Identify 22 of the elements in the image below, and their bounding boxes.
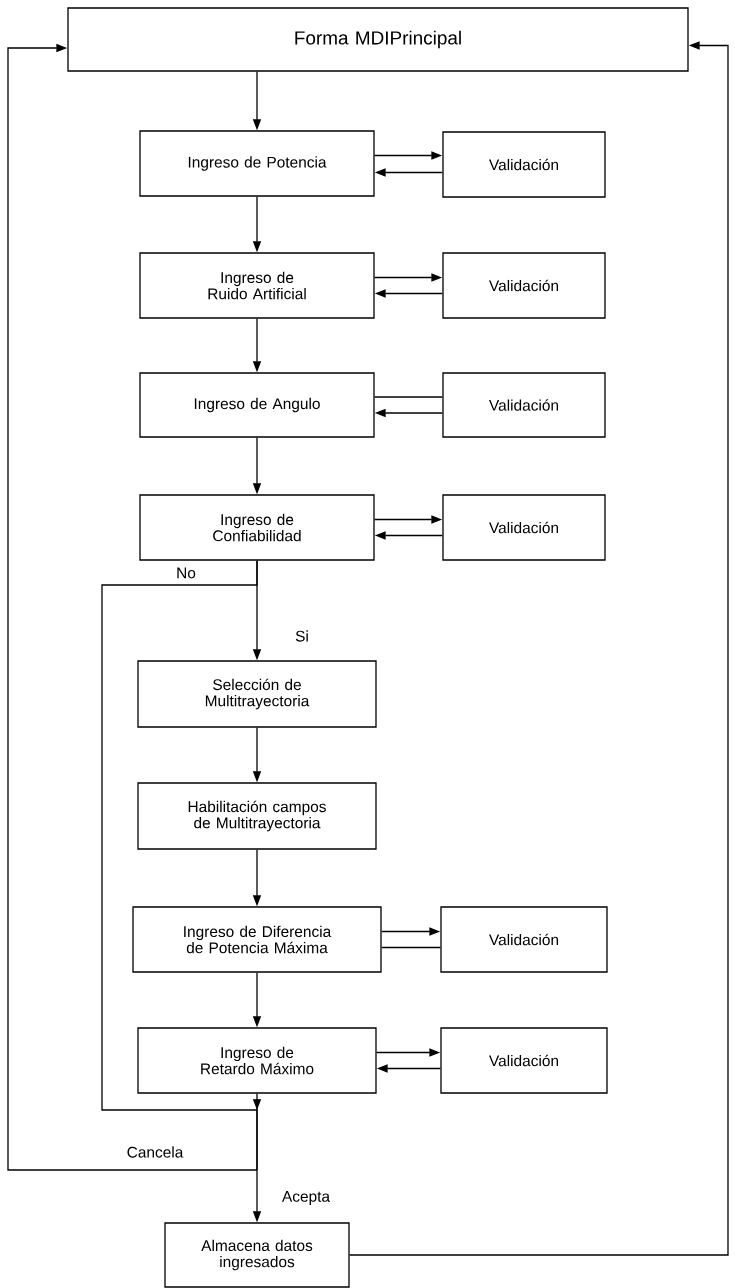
- arrow: [7, 43, 258, 1171]
- process-box: Ingreso de Diferencia de Potencia Máxima: [132, 906, 382, 973]
- process-box: Validación: [442, 372, 606, 438]
- process-box: Ingreso de Ruido Artificial: [139, 252, 375, 319]
- process-box: Validación: [440, 906, 608, 973]
- process-box: Validación: [442, 131, 606, 198]
- process-box: Validación: [440, 1027, 608, 1094]
- process-box: Validación: [442, 494, 606, 561]
- edge-label: Acepta: [280, 1190, 332, 1206]
- process-box: Almacena datos ingresados: [164, 1222, 350, 1288]
- process-box: Forma MDIPrincipal: [67, 7, 689, 72]
- process-box: Ingreso de Retardo Máximo: [137, 1027, 377, 1094]
- process-box: Ingreso de Angulo: [139, 372, 375, 438]
- process-box: Validación: [442, 252, 606, 319]
- edge-label: Si: [294, 629, 310, 643]
- edge-label: Cancela: [125, 1145, 185, 1159]
- process-box: Ingreso de Potencia: [139, 130, 375, 197]
- process-box: Habilitación campos de Multitrayectoria: [137, 782, 377, 850]
- edge-label: No: [175, 566, 197, 580]
- process-box: Selección de Multitrayectoria: [137, 660, 377, 728]
- arrow: [349, 41, 729, 1256]
- process-box: Ingreso de Confiabilidad: [139, 494, 375, 561]
